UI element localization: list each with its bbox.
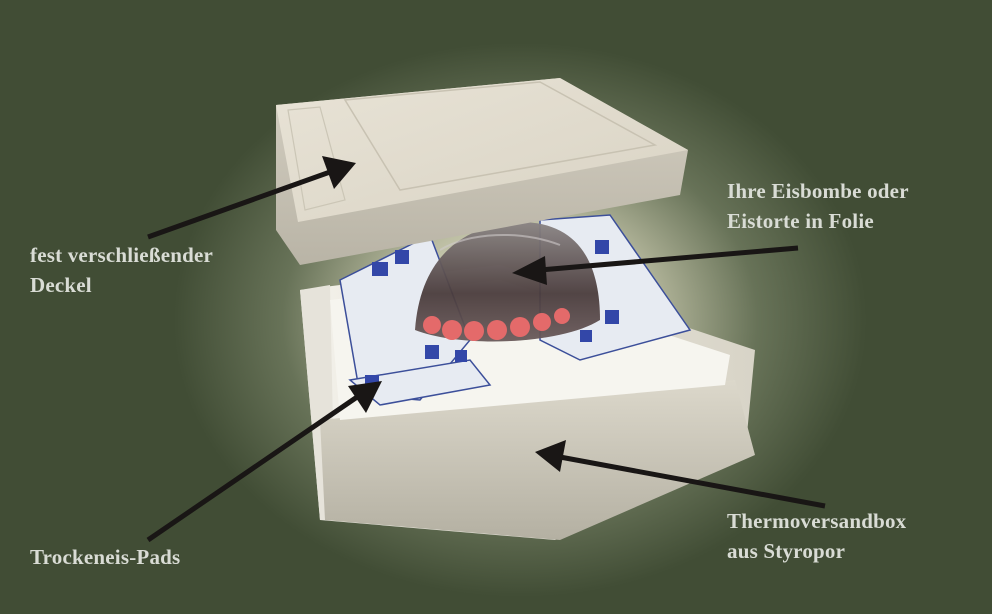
label-box-line2: aus Styropor: [727, 539, 846, 563]
lid: [276, 78, 688, 265]
label-dry-ice-line1: Trockeneis-Pads: [30, 545, 181, 569]
ice-cream-in-foil: [415, 222, 600, 342]
label-dry-ice: Trockeneis-Pads: [30, 542, 180, 572]
label-box: Thermoversandbox aus Styropor: [727, 506, 906, 566]
label-lid-line2: Deckel: [30, 273, 92, 297]
label-lid-line1: fest verschließender: [30, 243, 214, 267]
label-lid: fest verschließender Deckel: [30, 240, 213, 300]
label-ice-cream-line1: Ihre Eisbombe oder: [727, 179, 909, 203]
label-box-line1: Thermoversandbox: [727, 509, 907, 533]
label-ice-cream-line2: Eistorte in Folie: [727, 209, 874, 233]
label-ice-cream: Ihre Eisbombe oder Eistorte in Folie: [727, 176, 909, 236]
arrows: [146, 156, 826, 543]
